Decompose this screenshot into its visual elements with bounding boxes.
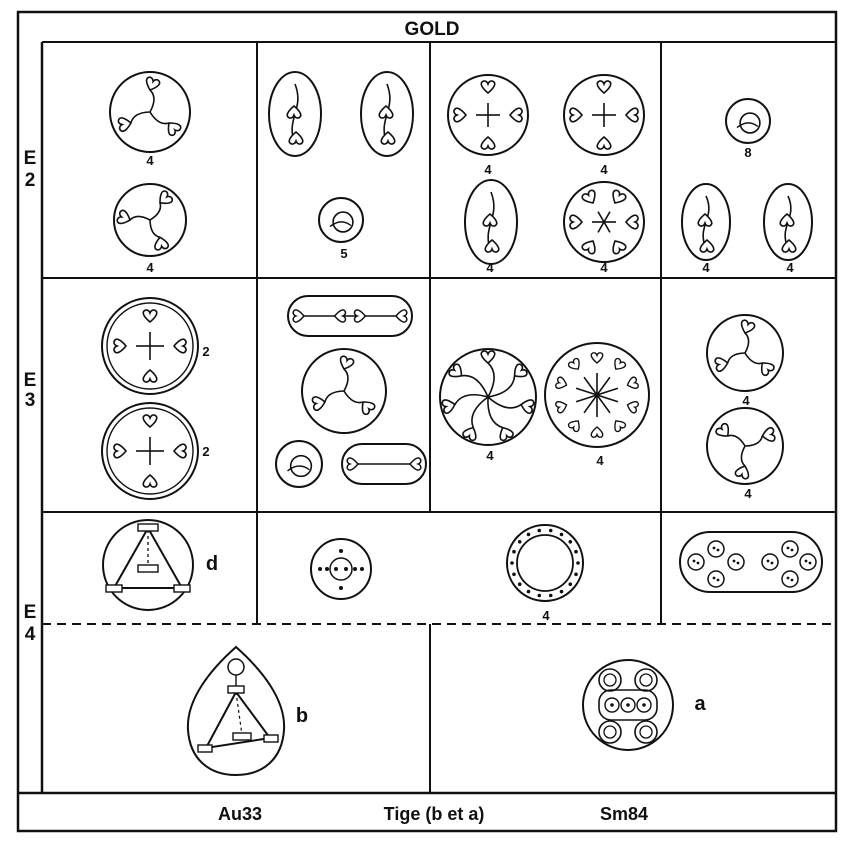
count-e3-c1-bottom: 2 [202,444,209,459]
figure-e3-c4-top [706,314,784,392]
figure-e3-c2-middle [301,348,387,434]
figure-e4-capsule [679,531,823,593]
figure-e2-c1-bottom [113,183,187,257]
figure-e3-c1-bottom [101,402,199,500]
figure-e3-c2-top [287,295,413,337]
row-label-e2-letter: E [24,148,37,169]
figure-e2-c3-bottom-right [563,181,645,263]
figure-e2-c3-bottom-left [464,179,518,265]
count-e2-c4-bottom-right: 4 [786,260,794,275]
row-label-e3-letter: E [24,370,37,391]
count-e3-c4-bottom: 4 [744,486,752,501]
figure-e4-triangle [102,519,194,611]
figure-e2-c4-bottom-right [763,183,813,261]
figure-e4-dots [310,538,372,600]
footer-left: Au33 [218,804,262,824]
count-e2-c3-top-left: 4 [484,162,492,177]
header-title: GOLD [405,19,460,40]
figure-bottom-circle [582,659,674,751]
figure-e2-c4-bottom-left [681,183,731,261]
row-label-e4-number: 4 [25,624,36,645]
figure-e2-c4-top [725,98,771,144]
footer-right: Sm84 [600,804,648,824]
figure-e4-ring [506,524,584,602]
count-e3-c3-right: 4 [596,453,604,468]
count-e2-c1-bottom: 4 [146,260,154,275]
count-e2-c3-top-right: 4 [600,162,608,177]
count-e2-c3-bottom-left: 4 [486,260,494,275]
figure-e2-c2-right [360,71,414,157]
count-e2-c4-top: 8 [744,145,751,160]
count-e3-c1-top: 2 [202,344,209,359]
count-e3-c3-left: 4 [486,448,494,463]
figure-e3-c3-left [439,348,537,446]
count-e2-c4-bottom-left: 4 [702,260,710,275]
figure-e3-c2-bottom-right [341,443,427,485]
figure-e2-c2-left [268,71,322,157]
figure-e3-c2-bottom-left [275,440,323,488]
label-e4-d: d [206,553,218,575]
figure-e2-c3-top-right [563,74,645,156]
figure-bottom-teardrop [186,645,286,777]
figure-e3-c1-top [101,297,199,395]
row-label-e4-letter: E [24,602,37,623]
figure-e2-c3-top-left [447,74,529,156]
count-e3-c4-top: 4 [742,393,750,408]
figure-e3-c3-right [544,342,650,448]
table-frame [16,10,838,833]
count-e2-c3-bottom-right: 4 [600,260,608,275]
row-label-e2-number: 2 [25,170,36,191]
label-bottom-a: a [694,693,706,715]
footer-middle: Tige (b et a) [384,804,485,824]
count-e2-c2-center: 5 [340,246,347,261]
label-bottom-b: b [296,705,308,727]
figure-e2-c1-top [109,71,191,153]
figure-e3-c4-bottom [706,407,784,485]
row-label-e3-number: 3 [25,390,36,411]
count-e4-c3: 4 [542,608,550,623]
count-e2-c1-top: 4 [146,153,154,168]
figure-e2-c2-center [318,197,364,243]
